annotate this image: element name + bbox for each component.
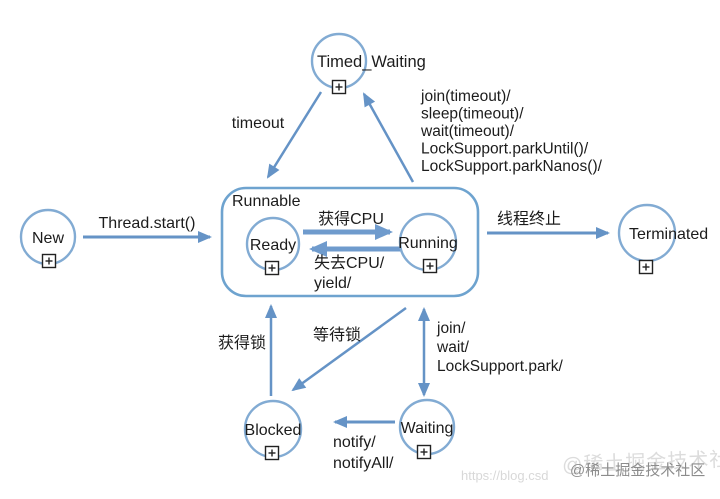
expand-icon[interactable] [331,79,347,95]
notify-label: notify/ [333,434,376,451]
expand-icon[interactable] [264,260,280,276]
expand-icon[interactable] [416,444,432,460]
lose-cpu-label: yield/ [314,275,352,292]
node-terminated: Terminated [617,203,708,263]
expand-icon[interactable] [264,445,280,461]
node-runnable: Runnable [220,186,480,298]
new-label: New [32,230,64,247]
notify-label: notifyAll/ [333,455,394,472]
waiting-cause-line: LockSupport.park/ [437,358,563,375]
timed-waiting-cause-line: join(timeout)/ [420,88,511,105]
terminate-label: 线程终止 [497,210,561,228]
runnable-label: Runnable [232,193,301,210]
node-running: Running [398,212,458,272]
runnable-box [220,186,480,298]
arrow-to-timed-waiting [362,92,415,183]
running-label: Running [398,235,458,252]
wait-lock-label: 等待锁 [313,326,361,344]
node-blocked: Blocked [243,399,303,459]
arrow-wait-lock [291,306,407,392]
node-waiting: Waiting [398,398,456,456]
acquire-lock-label: 获得锁 [218,334,266,352]
expand-icon[interactable] [422,258,438,274]
waiting-cause-line: join/ [436,320,466,337]
watermark-url: https://blog.csd [461,468,549,483]
expand-icon[interactable] [638,259,654,275]
get-cpu-label: 获得CPU [318,210,384,228]
node-new: New [19,208,77,266]
arrow-timeout [266,91,323,179]
node-timed-waiting: Timed_Waiting [310,32,426,90]
timeout-label: timeout [232,115,285,132]
watermark-credit: @稀土掘金技术社区 [570,462,706,479]
blocked-label: Blocked [245,422,302,439]
timed-waiting-cause-line: LockSupport.parkNanos()/ [421,158,603,175]
waiting-label: Waiting [401,420,454,437]
timed-waiting-cause-line: sleep(timeout)/ [421,106,524,123]
lose-cpu-label: 失去CPU/ [314,254,385,272]
timed-waiting-cause-line: LockSupport.parkUntil()/ [421,141,589,158]
terminated-label: Terminated [629,226,708,243]
ready-label: Ready [250,237,296,254]
waiting-cause-line: wait/ [436,339,470,356]
timed-waiting-cause-line: wait(timeout)/ [420,123,515,140]
node-ready: Ready [245,216,301,272]
timed-waiting-label: Timed_Waiting [317,53,426,71]
expand-icon[interactable] [41,253,57,269]
thread-start-label: Thread.start() [99,215,196,232]
